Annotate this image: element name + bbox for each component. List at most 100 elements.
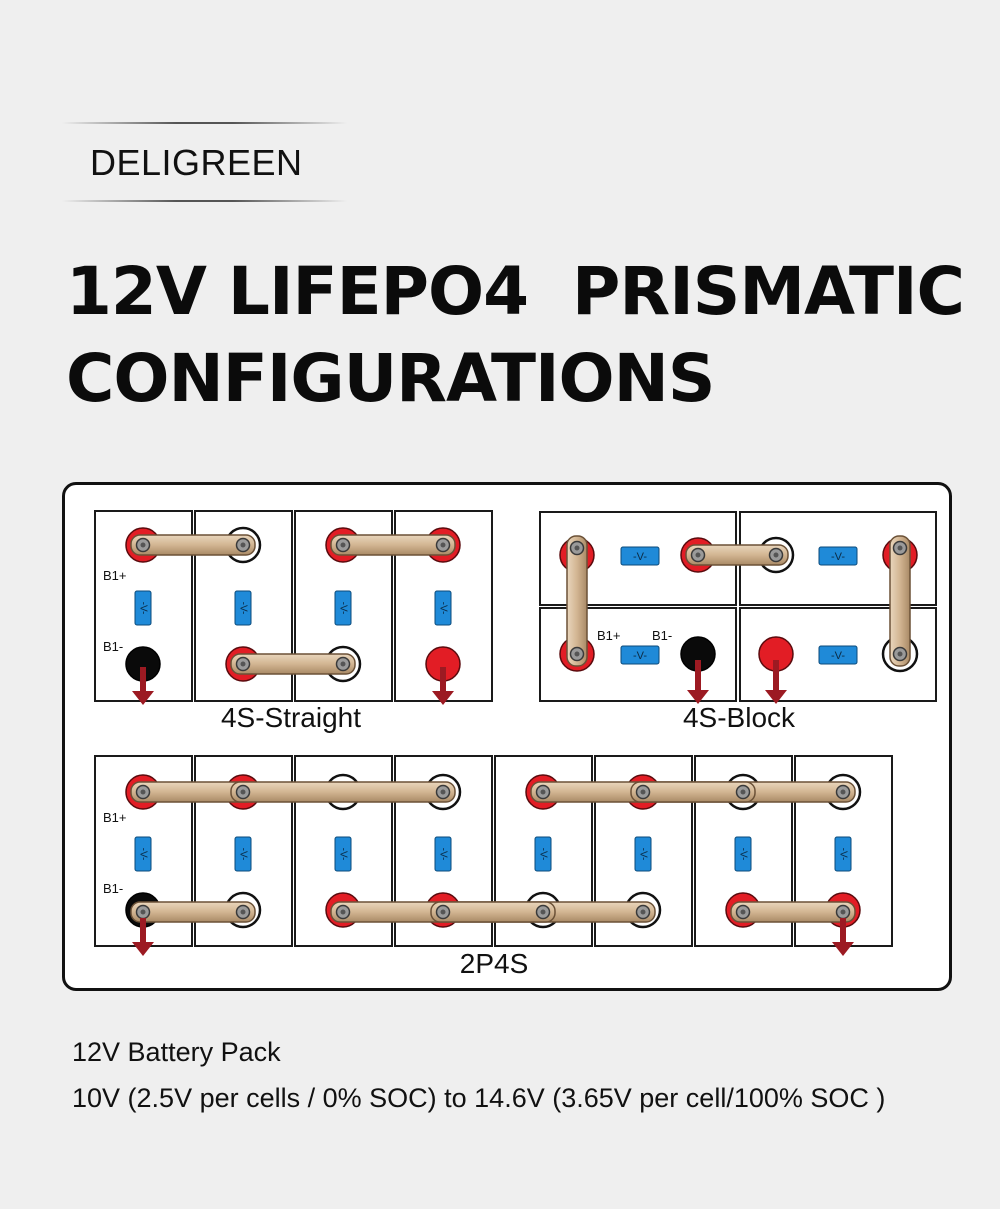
brand-rule-bottom [62, 200, 347, 202]
vent-marker [534, 836, 552, 872]
vent-marker [734, 836, 752, 872]
output-arrows [132, 660, 854, 956]
busbar-bolt-center [140, 542, 146, 548]
output-arrow [132, 667, 154, 705]
output-arrow [132, 918, 154, 956]
busbar-bolt-center [695, 552, 701, 558]
vent-marker [334, 836, 352, 872]
busbar-body [330, 534, 456, 556]
vent-marker [434, 590, 452, 626]
vent-marker [818, 546, 858, 566]
busbar [130, 901, 256, 923]
busbar-bolt-center [140, 789, 146, 795]
vent-label: -V- [237, 848, 248, 861]
busbar-bolt-center [897, 545, 903, 551]
busbar-bolt-center [240, 909, 246, 915]
label-4s-straight: 4S-Straight [221, 702, 361, 733]
busbars [130, 534, 911, 923]
busbar [730, 901, 856, 923]
busbar-bolt-center [240, 542, 246, 548]
busbar-bolt-center [340, 661, 346, 667]
vent-marker [334, 590, 352, 626]
busbar-body [730, 901, 856, 923]
busbar-bolt-center [340, 542, 346, 548]
vent-label: -V- [831, 551, 845, 563]
vent-label: -V- [831, 650, 845, 662]
busbar-body [630, 781, 756, 803]
busbar-body [230, 781, 456, 803]
busbar [685, 544, 789, 566]
terminal-label-pos-block: B1+ [597, 628, 621, 643]
arrow-head [687, 690, 709, 704]
label-4s-block: 4S-Block [683, 702, 796, 733]
busbar [430, 901, 556, 923]
vent-label: -V- [337, 848, 348, 861]
busbar-body [130, 534, 256, 556]
vent-marker [834, 836, 852, 872]
arrow-head [765, 690, 787, 704]
arrow-shaft [140, 667, 146, 693]
vent-label: -V- [337, 602, 348, 615]
vent-marker [818, 645, 858, 665]
terminal-label-pos-2p4s: B1+ [103, 810, 127, 825]
busbar-body [130, 901, 256, 923]
busbar [130, 534, 256, 556]
arrow-head [832, 942, 854, 956]
busbar-bolt-center [440, 789, 446, 795]
vent-marker [620, 645, 660, 665]
busbar-body [230, 653, 356, 675]
busbar-bolt-center [440, 542, 446, 548]
terminal-label-neg-straight: B1- [103, 639, 123, 654]
page-title: 12V LIFEPO4 PRISMATIC CONFIGURATIONS [66, 253, 965, 417]
vent-marker [234, 836, 252, 872]
caption-voltage-range: 10V (2.5V per cells / 0% SOC) to 14.6V (… [72, 1083, 886, 1113]
arrow-shaft [140, 918, 146, 944]
vent-label: -V- [437, 602, 448, 615]
arrow-shaft [773, 660, 779, 692]
busbar-bolt-center [240, 661, 246, 667]
busbar [630, 781, 756, 803]
busbar-body [685, 544, 789, 566]
busbar-bolt-center [773, 552, 779, 558]
vent-label: -V- [637, 848, 648, 861]
caption-pack: 12V Battery Pack [72, 1037, 281, 1067]
vent-label: -V- [137, 602, 148, 615]
terminal-label-pos-straight: B1+ [103, 568, 127, 583]
vent-label: -V- [537, 848, 548, 861]
busbar-body [889, 535, 911, 667]
busbar-bolt-center [540, 789, 546, 795]
busbar [889, 535, 911, 667]
busbar-bolt-center [840, 789, 846, 795]
vent-label: -V- [237, 602, 248, 615]
busbar-bolt-center [440, 909, 446, 915]
busbar-bolt-center [240, 789, 246, 795]
vent-label: -V- [837, 848, 848, 861]
busbar-bolt-center [540, 909, 546, 915]
arrow-shaft [695, 660, 701, 692]
vent-marker [234, 590, 252, 626]
brand-name: DELIGREEN [90, 142, 303, 183]
busbar-bolt-center [340, 909, 346, 915]
vent-label: -V- [633, 650, 647, 662]
vent-marker [134, 836, 152, 872]
vent-marker [620, 546, 660, 566]
busbar-bolt-center [740, 909, 746, 915]
diagram-labels: 4S-Straight 4S-Block 2P4S B1+ B1- B1+ B1… [103, 568, 796, 979]
terminal-label-neg-block: B1- [652, 628, 672, 643]
terminal-label-neg-2p4s: B1- [103, 881, 123, 896]
busbar-bolt-center [640, 789, 646, 795]
busbar-bolt-center [574, 651, 580, 657]
arrow-shaft [840, 918, 846, 944]
vent-label: -V- [737, 848, 748, 861]
busbar-body [566, 535, 588, 667]
brand-rule-top [62, 122, 347, 124]
vent-label: -V- [137, 848, 148, 861]
busbar-bolt-center [897, 651, 903, 657]
busbar [230, 781, 456, 803]
arrow-head [132, 942, 154, 956]
vent-marker [134, 590, 152, 626]
busbar-bolt-center [740, 789, 746, 795]
busbar-bolt-center [640, 909, 646, 915]
busbar-body [430, 901, 556, 923]
